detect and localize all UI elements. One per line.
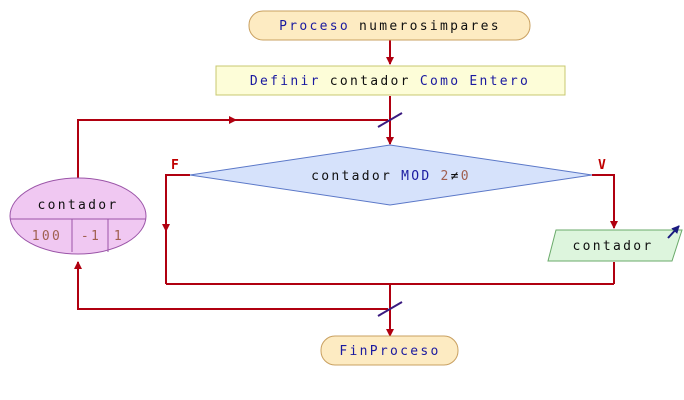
condition-neq: ≠ (451, 169, 461, 184)
end-node-shape (320, 335, 459, 366)
condition-node-shape (189, 144, 593, 206)
start-keyword: Proceso (279, 19, 350, 34)
end-node[interactable]: FinProceso (320, 335, 459, 366)
start-node[interactable]: Proceso numerosimpares (248, 10, 531, 41)
output-variable: contador (572, 239, 653, 254)
start-node-text: Proceso numerosimpares (279, 19, 501, 34)
false-branch-label: F (171, 158, 179, 173)
start-node-shape (248, 10, 531, 41)
loop-back-path (77, 119, 388, 185)
output-node-shape (547, 229, 683, 262)
true-branch-path (592, 174, 618, 229)
define-node[interactable]: Definir contador Como Entero (215, 65, 566, 96)
define-type: Entero (469, 74, 530, 89)
output-node[interactable]: contador (547, 225, 683, 262)
condition-node[interactable]: contador MOD 2≠0 (189, 144, 593, 206)
condition-operator: MOD (401, 169, 431, 184)
condition-text: contador MOD 2≠0 (311, 169, 471, 184)
loop-start-value: 100 (32, 229, 62, 244)
start-process-name: numerosimpares (359, 19, 501, 34)
true-branch-label: V (598, 158, 606, 173)
define-variable: contador (330, 74, 411, 89)
loop-end-value: 1 (114, 229, 124, 244)
define-keyword: Definir (250, 74, 321, 89)
loop-step-value: -1 (81, 229, 101, 244)
condition-zero: 0 (461, 169, 471, 184)
condition-value: 2 (440, 169, 450, 184)
connectors (74, 40, 618, 337)
loop-increment-path (74, 261, 388, 310)
end-node-text: FinProceso (339, 344, 440, 359)
loop-node-shape (9, 177, 147, 255)
junction-slash-top (377, 112, 403, 128)
condition-variable: contador (311, 169, 392, 184)
output-arrow-icon (667, 225, 680, 239)
loop-node[interactable]: contador 100 -1 1 (9, 177, 147, 255)
false-branch-path (165, 174, 190, 284)
loop-variable: contador (37, 198, 118, 213)
define-node-shape (215, 65, 566, 96)
define-node-text: Definir contador Como Entero (250, 74, 530, 89)
define-como-keyword: Como (420, 74, 461, 89)
junction-slash-bottom (377, 301, 403, 317)
